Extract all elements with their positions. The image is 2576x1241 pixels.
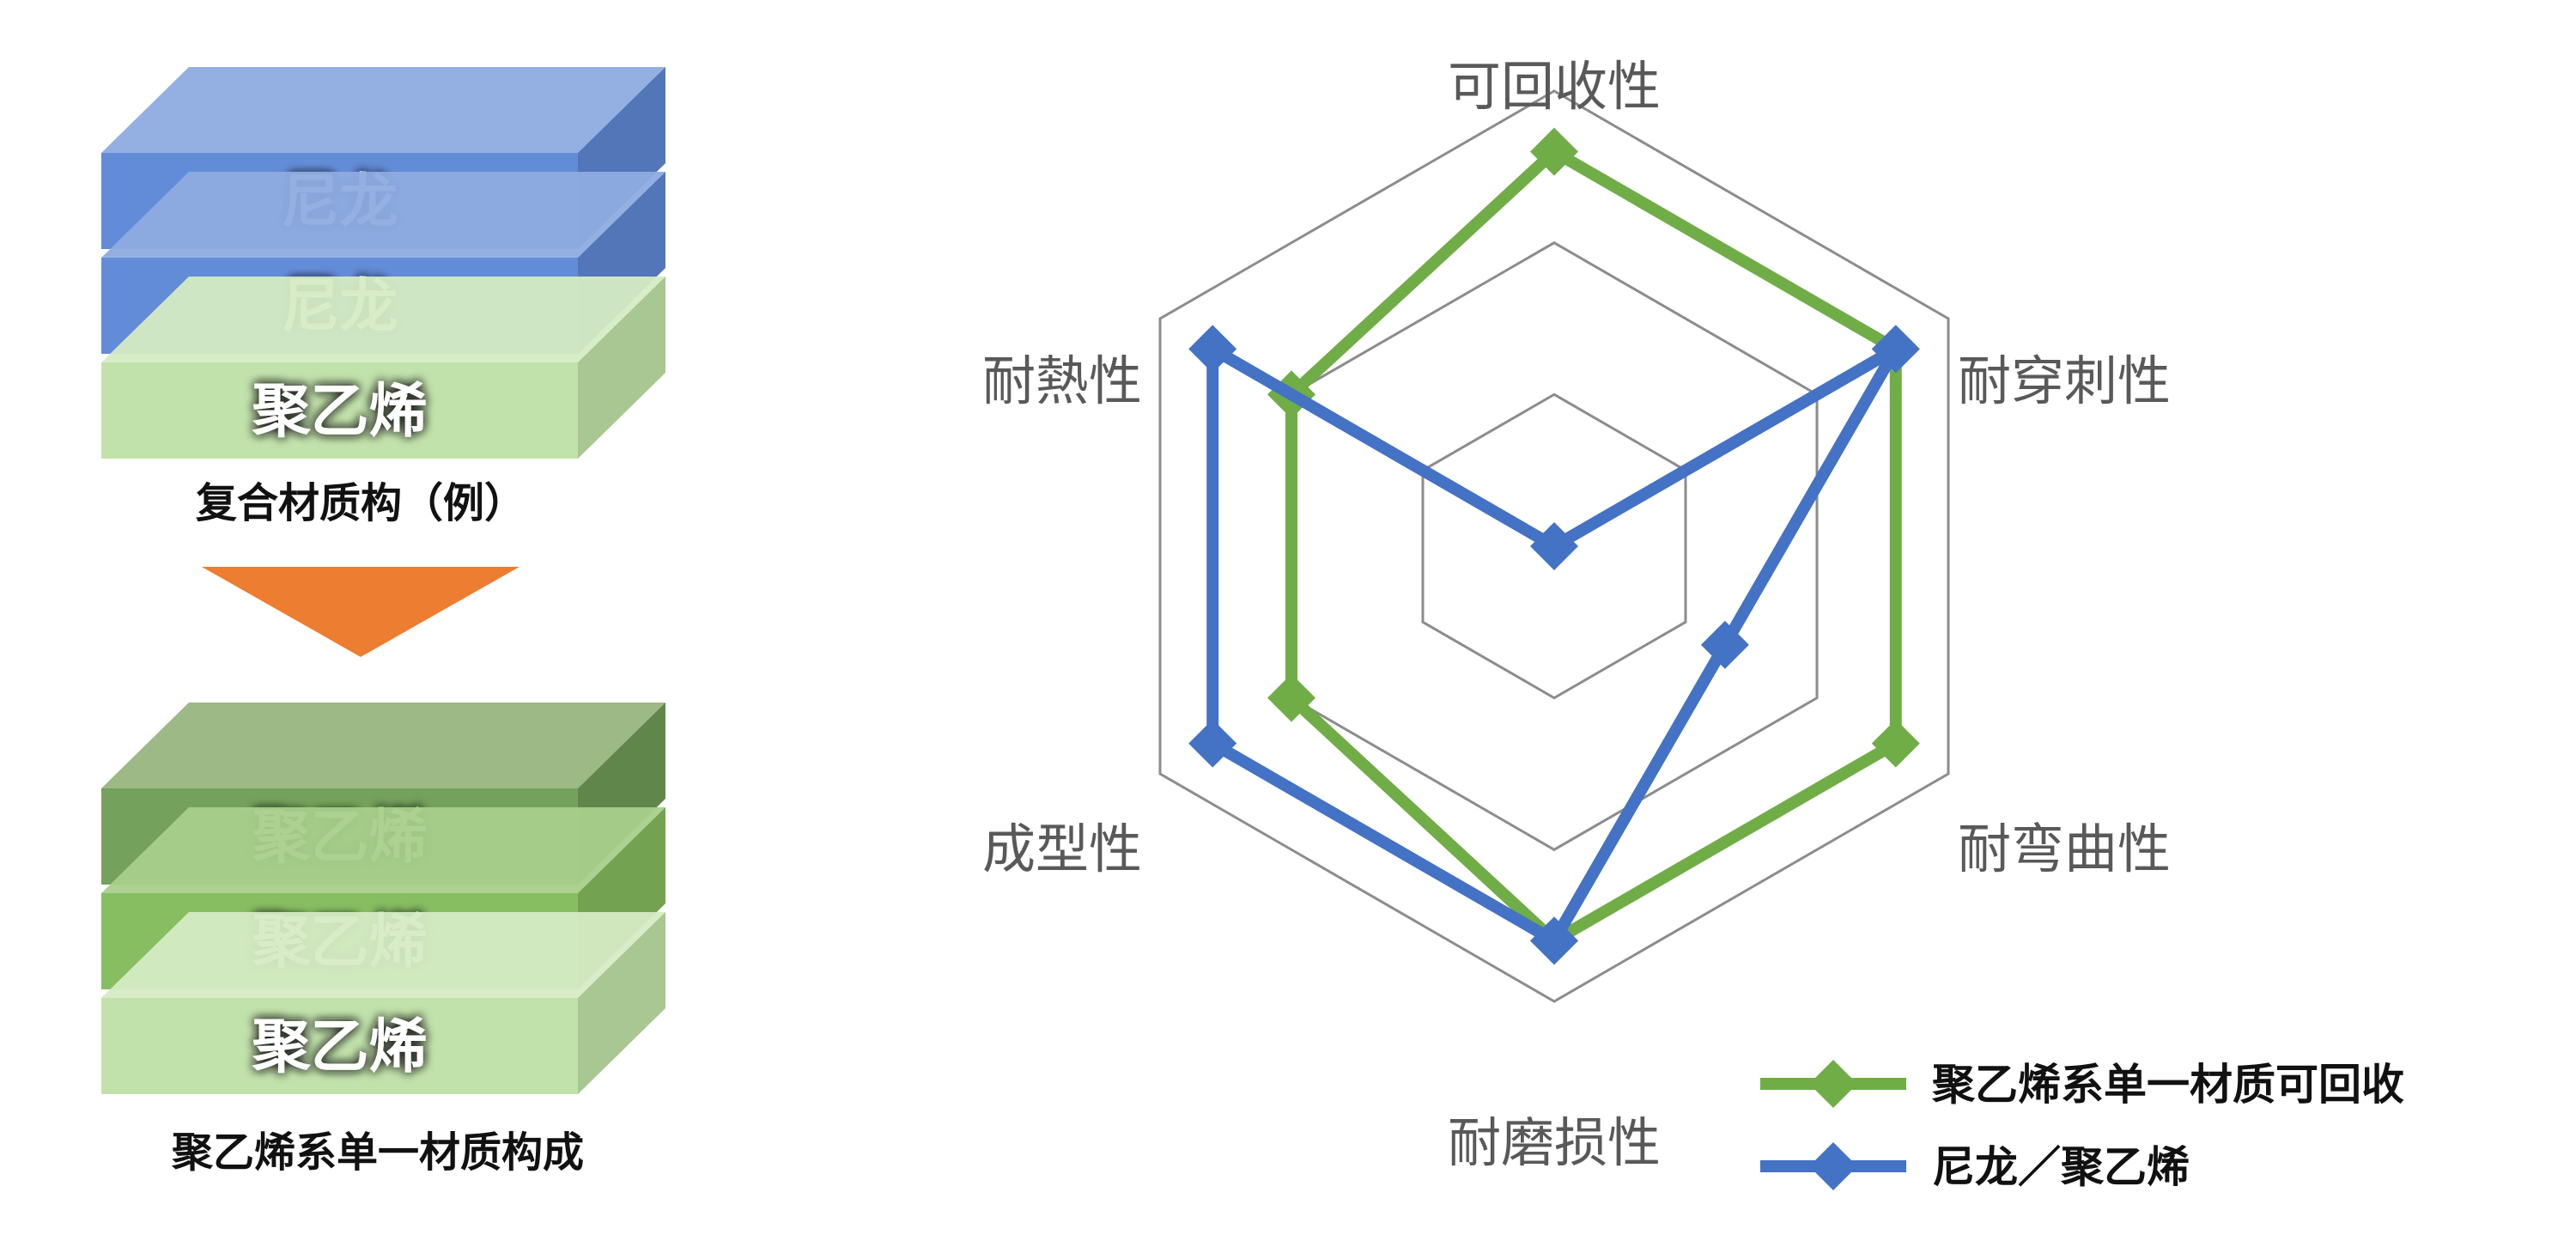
down-arrow-icon (202, 567, 519, 657)
legend-swatch-marker-1 (1809, 1060, 1857, 1108)
radar-axis-label-1: 可回收性 (1448, 55, 1661, 118)
radar-point-2-2 (1871, 325, 1920, 374)
legend-label-1: 聚乙烯系单一材质可回收 (1931, 1060, 2404, 1110)
radar-axis-label-6: 耐熱性 (982, 350, 1142, 412)
mono-layer-2-top (101, 807, 665, 893)
radar-point-2-6 (1188, 325, 1237, 374)
composite-layer-3-front (101, 362, 578, 459)
composite-layer-3-label: 聚乙烯 (251, 378, 427, 446)
mono-layer-3: 聚乙烯 (101, 912, 665, 1094)
composite-caption: 复合材质构（例） (196, 479, 526, 527)
radar-series-1 (1267, 127, 1920, 965)
radar-point-2-5 (1188, 719, 1237, 768)
radar-axis-label-3: 耐弯曲性 (1958, 818, 2171, 880)
composite-layer-1-top (101, 67, 665, 153)
composite-layer-3-side (578, 277, 665, 459)
mono-layer-1-top (101, 703, 665, 788)
radar-series-2 (1188, 325, 1920, 965)
radar-point-2-4 (1530, 916, 1578, 965)
legend-item-2: 尼龙／聚乙烯 (1760, 1142, 2190, 1192)
composite-layer-stack: 尼龙尼龙聚乙烯 (101, 67, 665, 459)
radar-axis-label-5: 成型性 (982, 818, 1142, 880)
radar-point-1-5 (1267, 673, 1316, 722)
radar-axis-label-2: 耐穿刺性 (1958, 350, 2171, 412)
composite-layer-3-top (101, 277, 665, 362)
radar-series (1188, 127, 1920, 965)
mono-layer-3-top (101, 912, 665, 998)
mono-layer-3-front (101, 998, 578, 1094)
legend-swatch-marker-2 (1809, 1142, 1857, 1190)
composite-layer-2-top (101, 172, 665, 258)
legend-item-1: 聚乙烯系单一材质可回收 (1760, 1060, 2404, 1110)
mono-material-layer-stack: 聚乙烯聚乙烯聚乙烯 (101, 703, 665, 1094)
composite-layer-3: 聚乙烯 (101, 277, 665, 459)
radar-point-2-3 (1700, 620, 1749, 669)
mono-layer-3-side (578, 912, 665, 1094)
legend-label-2: 尼龙／聚乙烯 (1932, 1142, 2190, 1192)
radar-grid-ring-3 (1158, 89, 1950, 1003)
radar-series-line-2 (1206, 343, 1902, 947)
mono-layer-3-label: 聚乙烯 (251, 1013, 427, 1081)
radar-point-2-1 (1530, 522, 1578, 570)
radar-axis-label-4: 耐磨损性 (1448, 1111, 1661, 1174)
radar-point-1-3 (1871, 719, 1920, 768)
mono-material-caption: 聚乙烯系单一材质构成 (171, 1128, 584, 1177)
radar-point-1-1 (1530, 127, 1578, 176)
radar-series-line-1 (1285, 145, 1902, 947)
